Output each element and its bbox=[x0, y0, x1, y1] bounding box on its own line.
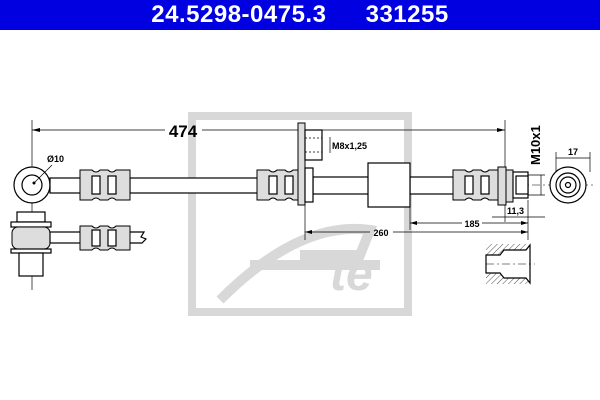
dimension-11-3: 11,3 bbox=[492, 200, 545, 240]
dimension-185: 185 bbox=[409, 207, 528, 230]
dim-185-label: 185 bbox=[464, 219, 479, 229]
end-view: 17 bbox=[549, 147, 591, 204]
side-view bbox=[10, 211, 148, 277]
svg-text:te: te bbox=[330, 248, 373, 301]
dimension-260: 260 bbox=[304, 205, 528, 240]
sleeve-right bbox=[452, 169, 501, 201]
port-section-detail bbox=[485, 243, 535, 285]
length-label: 474 bbox=[169, 122, 198, 141]
crimp-block bbox=[367, 162, 411, 208]
header-bar: 24.5298-0475.3 331255 bbox=[0, 0, 600, 30]
part-number: 24.5298-0475.3 bbox=[151, 1, 327, 28]
mounting-bracket: M8x1,25 bbox=[297, 122, 367, 206]
banjo-eye: Ø10 bbox=[13, 154, 64, 204]
dim-260-label: 260 bbox=[373, 228, 388, 238]
sleeve-middle bbox=[256, 169, 301, 201]
sleeve-left bbox=[79, 169, 131, 201]
ref-number: 331255 bbox=[365, 1, 449, 28]
ate-watermark: te bbox=[188, 112, 412, 316]
nut-length-label: 11,3 bbox=[507, 206, 524, 216]
end-thread-label: M10x1 bbox=[528, 125, 543, 165]
end-width-label: 17 bbox=[568, 147, 578, 157]
bracket-thread-label: M8x1,25 bbox=[332, 141, 367, 151]
eye-diameter-label: Ø10 bbox=[47, 154, 64, 164]
end-fitting bbox=[497, 166, 529, 206]
dimension-m10: M10x1 bbox=[528, 125, 545, 196]
